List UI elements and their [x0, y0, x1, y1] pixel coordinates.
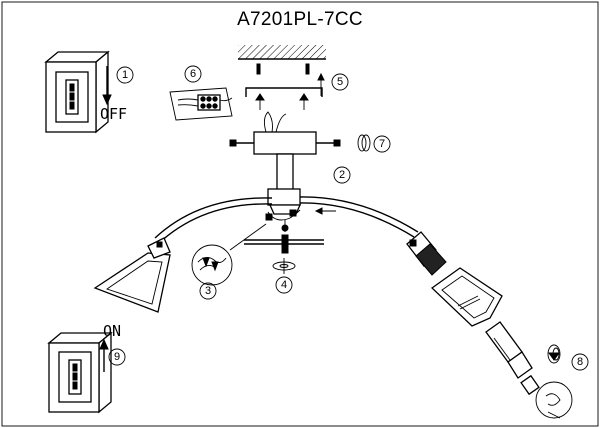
wire-connector — [191, 223, 267, 286]
svg-text:3: 3 — [205, 285, 211, 297]
svg-text:9: 9 — [114, 351, 120, 363]
arm-left — [154, 197, 273, 245]
callout-6: 6 — [184, 65, 202, 83]
callout-9: 9 — [108, 348, 126, 366]
callout-8: 8 — [571, 353, 589, 371]
svg-text:1: 1 — [122, 69, 128, 81]
callout-3: 3 — [199, 282, 217, 300]
model-title: A7201PL-7CC — [237, 9, 363, 30]
screw-cap — [357, 134, 371, 152]
svg-text:5: 5 — [337, 76, 343, 88]
switch-off-label: OFF — [100, 105, 127, 123]
svg-text:4: 4 — [281, 279, 287, 291]
lamp-shade-right — [430, 267, 503, 327]
svg-text:2: 2 — [339, 169, 345, 181]
lamp-shade-left — [93, 237, 171, 313]
canopy — [229, 111, 341, 155]
arrow-down-icon — [102, 66, 112, 106]
svg-text:7: 7 — [379, 138, 385, 150]
center-hub — [244, 209, 324, 254]
stem — [267, 153, 302, 215]
arrow-left-icon — [314, 207, 336, 215]
callout-1: 1 — [116, 66, 134, 84]
svg-text:8: 8 — [577, 356, 583, 368]
shade-ring — [547, 344, 561, 364]
terminal-block — [169, 87, 233, 121]
callout-5: 5 — [331, 73, 349, 91]
wall-switch-off — [44, 50, 110, 134]
svg-text:6: 6 — [190, 68, 196, 80]
callout-4: 4 — [275, 276, 293, 294]
mounting-plate — [245, 87, 323, 110]
wall-switch-on — [47, 331, 113, 414]
arm-right — [299, 196, 419, 238]
ceiling — [238, 45, 326, 75]
light-bulb — [520, 374, 573, 419]
switch-on-label: ON — [103, 322, 121, 340]
lamp-socket-right — [406, 231, 447, 276]
arrow-up-icon — [99, 338, 109, 372]
callout-2: 2 — [333, 166, 351, 184]
lamp-holder — [485, 321, 533, 379]
arrow-up-icon — [317, 72, 325, 96]
callout-7: 7 — [373, 135, 391, 153]
washer — [272, 258, 296, 274]
